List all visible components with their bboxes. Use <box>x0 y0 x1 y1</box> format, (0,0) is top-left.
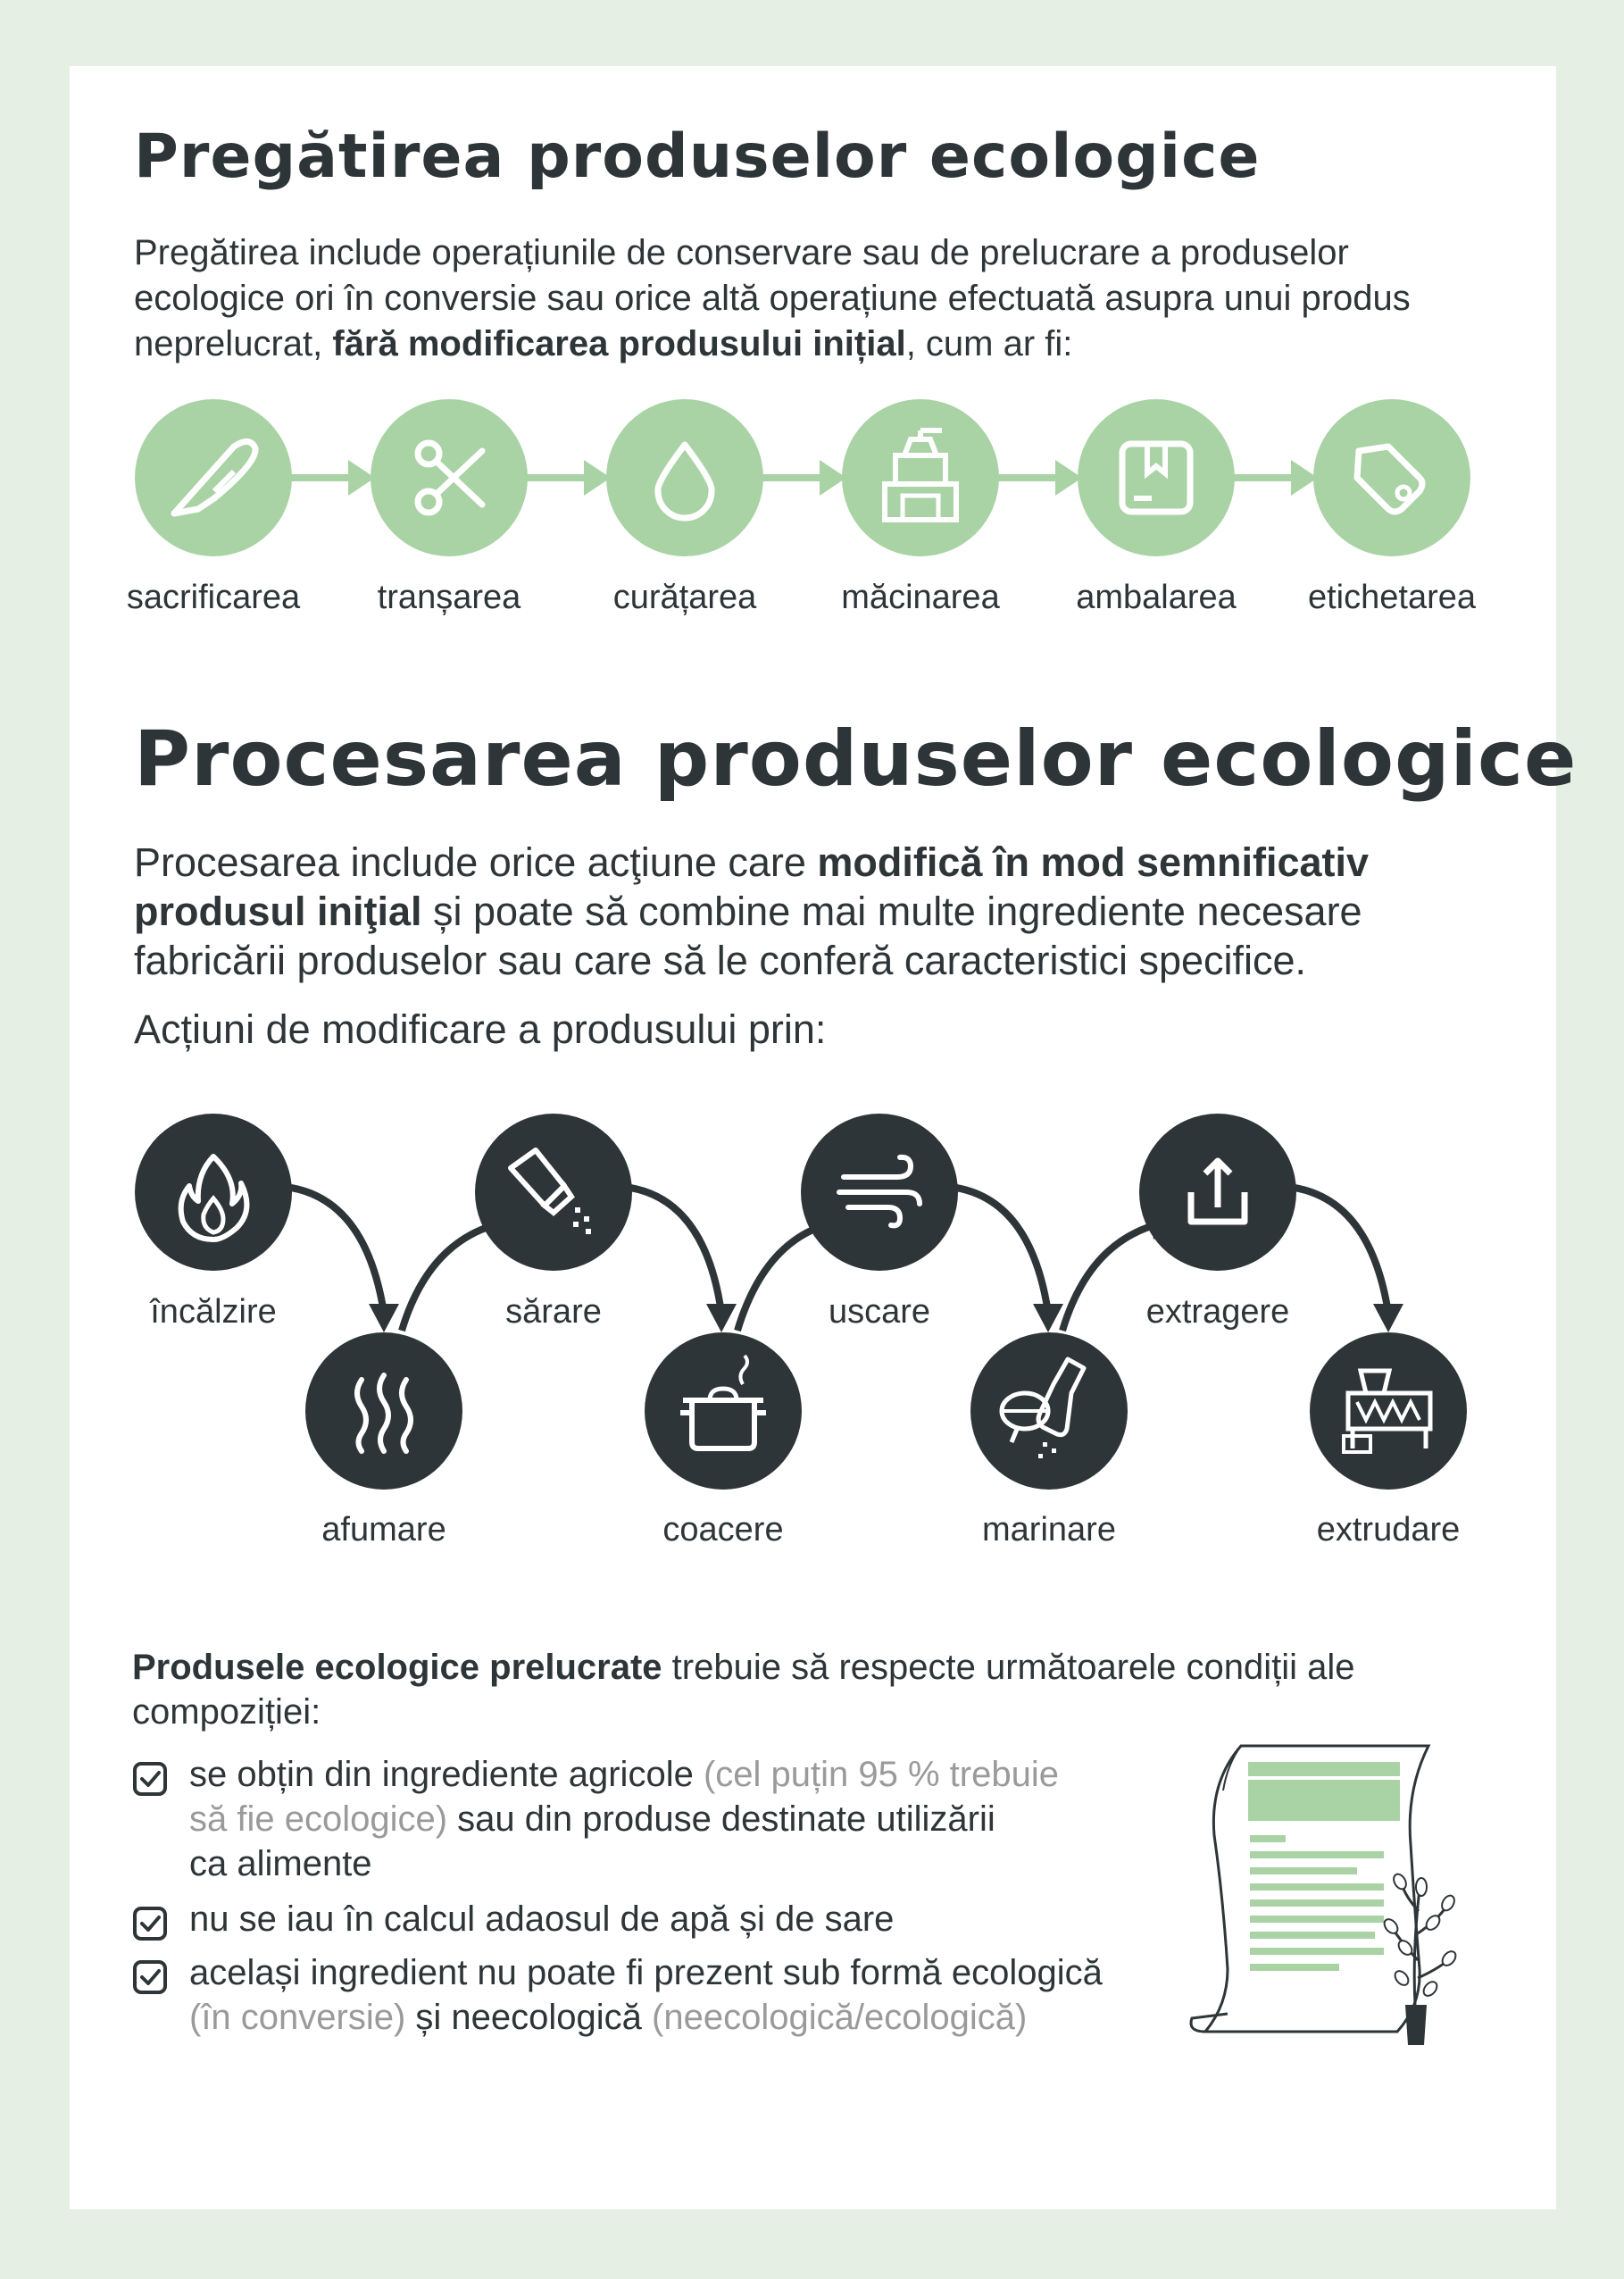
section1-intro: Pregătirea include operațiunile de conse… <box>134 230 1527 367</box>
condition-3-text-a: același ingredient nu poate fi prezent s… <box>189 1953 1103 1992</box>
checkbox-checked-icon <box>133 1960 167 1994</box>
condition-1-gray-1: (cel puțin 95 % trebuie <box>703 1755 1059 1794</box>
condition-1-text-b: sau din produse destinate utilizării <box>447 1799 995 1839</box>
condition-text-1: se obțin din ingrediente agricole (cel p… <box>189 1752 1059 1886</box>
conditions-intro-bold: Produsele ecologice prelucrate <box>132 1648 662 1687</box>
action-label-extrudare: extrudare <box>1316 1511 1461 1549</box>
section2-intro-part2: și poate să combine mai multe ingredient… <box>421 889 1362 934</box>
tag-icon <box>1313 399 1470 556</box>
extract-icon <box>1139 1114 1296 1271</box>
scissors-icon <box>371 399 528 556</box>
salt-shaker-icon <box>475 1114 632 1271</box>
step-label-ambalarea: ambalarea <box>1076 579 1237 616</box>
section2-intro-part1: Procesarea include orice acţiune care <box>134 839 818 885</box>
preparation-steps-diagram <box>135 399 1470 556</box>
recipe-document-illustration <box>1189 1744 1457 2045</box>
plant-icon <box>1383 1873 1457 2045</box>
condition-item-2: nu se iau în calcul adaosul de apă și de… <box>132 1897 1203 1941</box>
section1-title: Pregătirea produselor ecologice <box>134 121 1261 192</box>
extruder-icon <box>1310 1332 1467 1490</box>
step-label-macinarea: măcinarea <box>841 579 1000 616</box>
action-label-coacere: coacere <box>662 1511 784 1549</box>
conditions-intro: Produsele ecologice prelucrate trebuie s… <box>132 1645 1471 1734</box>
step-label-sacrificarea: sacrificarea <box>126 579 301 616</box>
action-label-incalzire: încălzire <box>150 1293 277 1331</box>
section1-intro-line3-end: , cum ar fi: <box>905 324 1073 363</box>
section1-intro-line2: ecologice ori în conversie sau orice alt… <box>134 279 1411 318</box>
conditions-intro-line2: compoziției: <box>132 1692 321 1732</box>
action-label-sarare: sărare <box>505 1293 602 1331</box>
grinder-icon <box>842 399 999 556</box>
action-label-uscare: uscare <box>828 1293 931 1331</box>
water-drop-icon <box>606 399 763 556</box>
fire-icon <box>135 1114 292 1271</box>
knife-icon <box>135 399 292 556</box>
wind-icon <box>801 1114 958 1271</box>
section1-intro-line1: Pregătirea include operațiunile de conse… <box>134 233 1349 272</box>
condition-text-3: același ingredient nu poate fi prezent s… <box>189 1950 1103 2040</box>
step-label-transarea: tranșarea <box>377 579 521 616</box>
step-label-curatarea: curățarea <box>612 579 757 616</box>
section2-intro-line3: fabricării produselor sau care să le con… <box>134 938 1307 983</box>
section1-intro-bold: fără modificarea produsului inițial <box>332 324 906 363</box>
step-label-etichetarea: etichetarea <box>1307 579 1476 616</box>
package-icon <box>1078 399 1235 556</box>
checkbox-checked-icon <box>133 1762 167 1796</box>
condition-1-gray-2: să fie ecologice) <box>189 1799 448 1839</box>
arrowhead <box>1291 460 1318 496</box>
condition-3-text-b: și neecologică <box>405 1998 653 2037</box>
condition-item-3: același ingredient nu poate fi prezent s… <box>132 1950 1248 2040</box>
processing-actions-diagram <box>135 1114 1467 1490</box>
arrowhead <box>348 460 375 496</box>
section2-intro-bold1: modifică în mod semnificativ <box>817 839 1370 885</box>
actions-heading: Acțiuni de modificare a produsului prin: <box>134 1006 827 1052</box>
condition-3-gray-2: (neecologică/ecologică) <box>652 1998 1028 2037</box>
section2-intro: Procesarea include orice acţiune care mo… <box>134 838 1527 985</box>
marinade-icon <box>970 1332 1128 1490</box>
section2-intro-bold2: produsul iniţial <box>134 889 422 934</box>
section2-title: Procesarea produselor ecologice <box>134 714 1578 804</box>
arrowhead <box>584 460 611 496</box>
condition-item-1: se obțin din ingrediente agricole (cel p… <box>132 1752 1203 1886</box>
condition-1-text-c: ca alimente <box>189 1844 372 1883</box>
arrowhead <box>1055 460 1082 496</box>
cooking-pot-icon <box>645 1332 802 1490</box>
smoke-icon <box>305 1332 462 1490</box>
action-label-afumare: afumare <box>321 1511 446 1549</box>
arrowhead <box>820 460 846 496</box>
condition-text-2: nu se iau în calcul adaosul de apă și de… <box>189 1899 895 1939</box>
section1-intro-line3-start: neprelucrat, <box>134 324 333 363</box>
condition-3-gray-1: (în conversie) <box>189 1998 406 2037</box>
conditions-intro-rest: trebuie să respecte următoarele condiții… <box>662 1648 1355 1687</box>
action-label-marinare: marinare <box>982 1511 1116 1549</box>
action-label-extragere: extragere <box>1145 1293 1290 1331</box>
checkbox-checked-icon <box>133 1907 167 1941</box>
condition-1-text-a: se obțin din ingrediente agricole <box>189 1755 704 1794</box>
